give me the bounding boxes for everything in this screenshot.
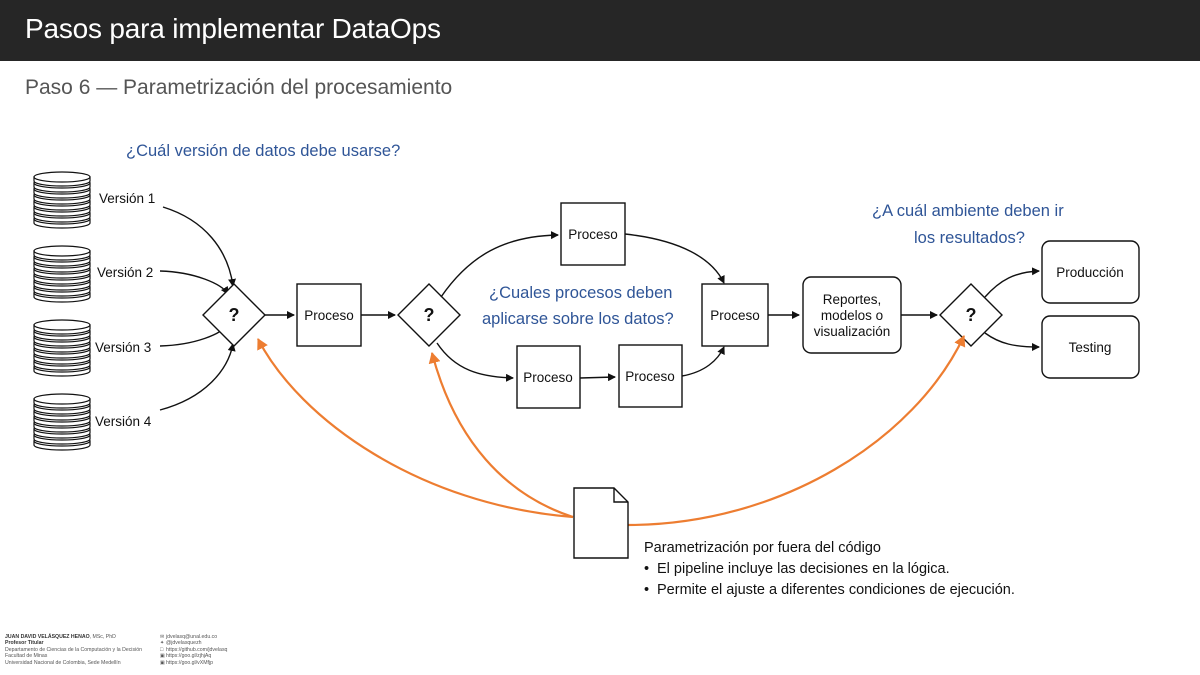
author-dept: Departamento de Ciencias de la Computaci… — [5, 646, 142, 653]
process-box-merge: Proceso — [701, 283, 769, 347]
question-environment-2: los resultados? — [914, 229, 1025, 247]
note-bullet-2: Permite el ajuste a diferentes condicion… — [644, 580, 1015, 601]
svg-text:Proceso: Proceso — [710, 308, 760, 323]
process-box-bottom-2: Proceso — [618, 344, 683, 408]
process-box-bottom-1: Proceso — [516, 345, 581, 409]
author-faculty: Facultad de Minas — [5, 653, 48, 660]
svg-text:Proceso: Proceso — [304, 308, 354, 323]
question-environment-1: ¿A cuál ambiente deben ir — [872, 202, 1064, 220]
database-icon-3 — [33, 319, 91, 377]
svg-text:Proceso: Proceso — [625, 369, 675, 384]
author-name: JUAN DAVID VELÁSQUEZ HENAO — [5, 634, 90, 640]
disk-top — [33, 319, 91, 331]
reports-box: Reportes, modelos o visualización — [802, 276, 902, 354]
database-icon-1 — [33, 171, 91, 229]
author-role: Profesor Titular — [5, 640, 44, 647]
contact-github[interactable]: https://github.com/jdvelasq — [166, 646, 228, 653]
svg-text:Reportes,: Reportes, — [823, 292, 882, 307]
branch-arrows — [436, 231, 1040, 382]
svg-text:?: ? — [229, 305, 240, 325]
contact-link-2[interactable]: https://goo.gl/vXMfjp — [166, 659, 213, 666]
decision-diamond-processes: ? — [397, 283, 461, 347]
github-icon: □ — [160, 646, 164, 653]
question-data-version: ¿Cuál versión de datos debe usarse? — [126, 142, 400, 160]
production-box: Producción — [1041, 240, 1140, 304]
document-icon — [573, 487, 629, 559]
disk-top — [33, 393, 91, 405]
svg-text:?: ? — [966, 305, 977, 325]
svg-text:visualización: visualización — [814, 324, 891, 339]
contact-twitter[interactable]: @jdvelasquezh — [166, 640, 202, 647]
svg-text:Proceso: Proceso — [568, 227, 618, 242]
version-label-4: Versión 4 — [95, 414, 152, 429]
contact-footer: ✉jdvelasq@unal.edu.co ✦@jdvelasquezh □ht… — [160, 634, 227, 666]
svg-text:?: ? — [424, 305, 435, 325]
database-icon-2 — [33, 245, 91, 303]
svg-text:Proceso: Proceso — [523, 370, 573, 385]
decision-diamond-version: ? — [202, 283, 266, 347]
testing-box: Testing — [1041, 315, 1140, 379]
page-subtitle: Paso 6 — Parametrización del procesamien… — [25, 76, 453, 99]
question-processes-1: ¿Cuales procesos deben — [489, 284, 672, 302]
parametrization-note: Parametrización por fuera del código El … — [644, 538, 1015, 601]
note-bullet-1: El pipeline incluye las decisiones en la… — [644, 559, 1015, 580]
author-footer: JUAN DAVID VELÁSQUEZ HENAO, MSc, PhD Pro… — [5, 634, 142, 666]
author-degree: , MSc, PhD — [89, 634, 116, 640]
disk-top — [33, 171, 91, 183]
version-label-2: Versión 2 — [97, 265, 153, 280]
author-university: Universidad Nacional de Colombia, Sede M… — [5, 659, 121, 666]
process-box-top: Proceso — [560, 202, 626, 266]
link-icon: ▣ — [160, 653, 165, 660]
twitter-icon: ✦ — [160, 640, 165, 647]
note-title: Parametrización por fuera del código — [644, 540, 881, 556]
parameter-arrows — [257, 335, 966, 527]
svg-text:Producción: Producción — [1056, 265, 1124, 280]
title-bar: Pasos para implementar DataOps — [0, 0, 1200, 61]
page-title: Pasos para implementar DataOps — [25, 13, 441, 44]
svg-text:modelos o: modelos o — [821, 308, 883, 323]
question-processes-2: aplicarse sobre los datos? — [482, 310, 674, 328]
svg-text:Testing: Testing — [1069, 340, 1112, 355]
contact-link-1[interactable]: https://goo.gl/zjhjAq — [166, 653, 212, 660]
version-label-1: Versión 1 — [99, 191, 155, 206]
version-label-3: Versión 3 — [95, 340, 151, 355]
link-icon: ▣ — [160, 659, 165, 666]
disk-top — [33, 245, 91, 257]
note-bullets: El pipeline incluye las decisiones en la… — [644, 559, 1015, 601]
email-icon: ✉ — [160, 634, 165, 640]
contact-email[interactable]: jdvelasq@unal.edu.co — [166, 634, 218, 640]
process-box-1: Proceso — [296, 283, 362, 347]
decision-diamond-environment: ? — [939, 283, 1003, 347]
database-icon-4 — [33, 393, 91, 451]
